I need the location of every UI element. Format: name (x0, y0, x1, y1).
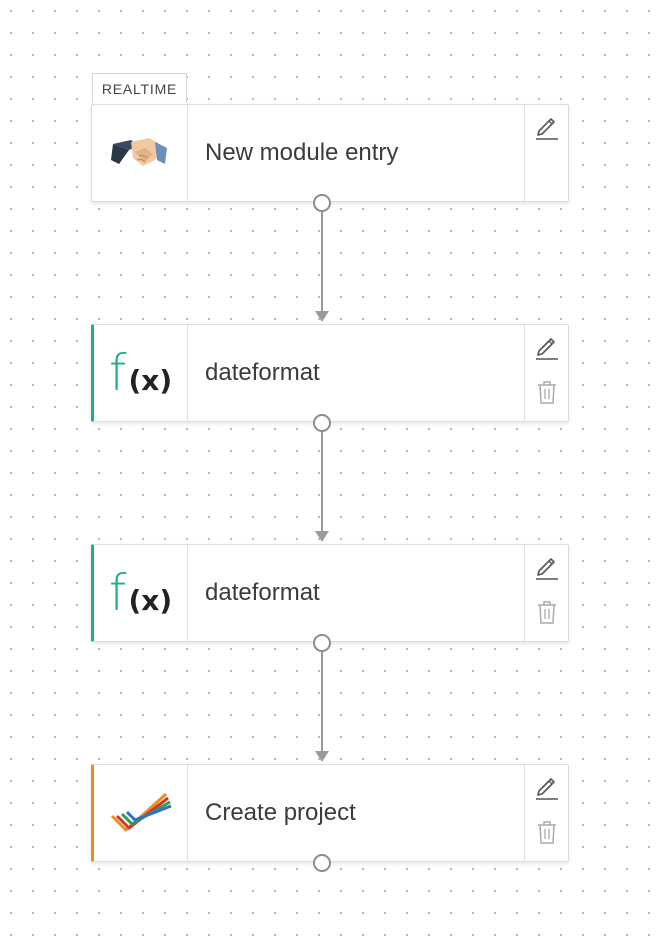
module-label: dateformat (205, 359, 320, 386)
arrow-head-icon (315, 751, 329, 762)
delete-button[interactable] (525, 809, 568, 855)
module-card-trigger[interactable]: New module entry (91, 104, 569, 202)
output-port[interactable] (313, 194, 331, 212)
handshake-icon (110, 138, 167, 166)
edit-button[interactable] (525, 545, 568, 589)
trash-icon (537, 601, 556, 624)
module-label: Create project (205, 799, 356, 826)
arrow-head-icon (315, 311, 329, 322)
pencil-icon (535, 558, 558, 580)
arrow-head-icon (315, 531, 329, 542)
module-icon-cell (94, 765, 188, 861)
module-actions (524, 545, 568, 641)
output-port[interactable] (313, 414, 331, 432)
module-card-dateformat-2[interactable]: f(x) dateformat (91, 544, 569, 642)
realtime-tag: REALTIME (92, 73, 187, 103)
function-fx-icon: f(x) (108, 564, 173, 622)
module-icon-cell (92, 105, 188, 201)
trash-icon (537, 381, 556, 404)
connector-line (321, 432, 323, 532)
module-icon-cell: f(x) (94, 325, 188, 421)
projects-check-icon (110, 792, 172, 832)
module-card-create-project[interactable]: Create project (91, 764, 569, 862)
module-label: New module entry (205, 139, 399, 166)
pencil-icon (535, 778, 558, 800)
module-actions (524, 765, 568, 861)
module-icon-cell: f(x) (94, 545, 188, 641)
connector-line (321, 212, 323, 312)
delete-button[interactable] (525, 369, 568, 415)
trash-icon (537, 821, 556, 844)
edit-button[interactable] (525, 325, 568, 369)
module-actions (524, 325, 568, 421)
edit-button[interactable] (525, 105, 568, 149)
edit-button[interactable] (525, 765, 568, 809)
connector-line (321, 652, 323, 752)
module-card-dateformat-1[interactable]: f(x) dateformat (91, 324, 569, 422)
output-port[interactable] (313, 634, 331, 652)
delete-button[interactable] (525, 589, 568, 635)
module-actions (524, 105, 568, 201)
output-port[interactable] (313, 854, 331, 872)
pencil-icon (535, 118, 558, 140)
function-fx-icon: f(x) (108, 344, 173, 402)
module-label: dateformat (205, 579, 320, 606)
pencil-icon (535, 338, 558, 360)
